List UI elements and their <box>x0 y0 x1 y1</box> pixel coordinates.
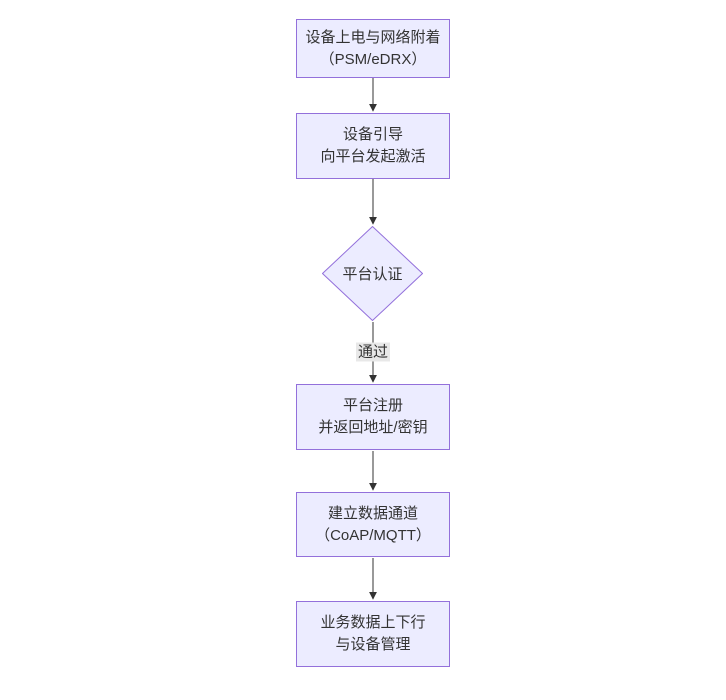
node-platform-auth: 平台认证 <box>322 226 423 321</box>
edge-label-pass: 通过 <box>355 342 391 362</box>
node-label: 设备上电与网络附着 （PSM/eDRX） <box>305 28 441 68</box>
node-bootstrap: 设备引导 向平台发起激活 <box>296 113 450 179</box>
node-label: 平台认证 <box>342 266 403 283</box>
node-power-attach: 设备上电与网络附着 （PSM/eDRX） <box>296 19 450 78</box>
diamond-shape <box>322 226 423 321</box>
node-label: 设备引导 向平台发起激活 <box>320 126 426 165</box>
node-label: 平台注册 并返回地址/密钥 <box>318 397 428 436</box>
node-register: 平台注册 并返回地址/密钥 <box>296 384 450 450</box>
node-data-channel: 建立数据通道 （CoAP/MQTT） <box>296 492 450 557</box>
node-business-data: 业务数据上下行 与设备管理 <box>296 601 450 667</box>
node-label: 建立数据通道 （CoAP/MQTT） <box>315 504 431 544</box>
node-label: 业务数据上下行 与设备管理 <box>320 614 426 653</box>
